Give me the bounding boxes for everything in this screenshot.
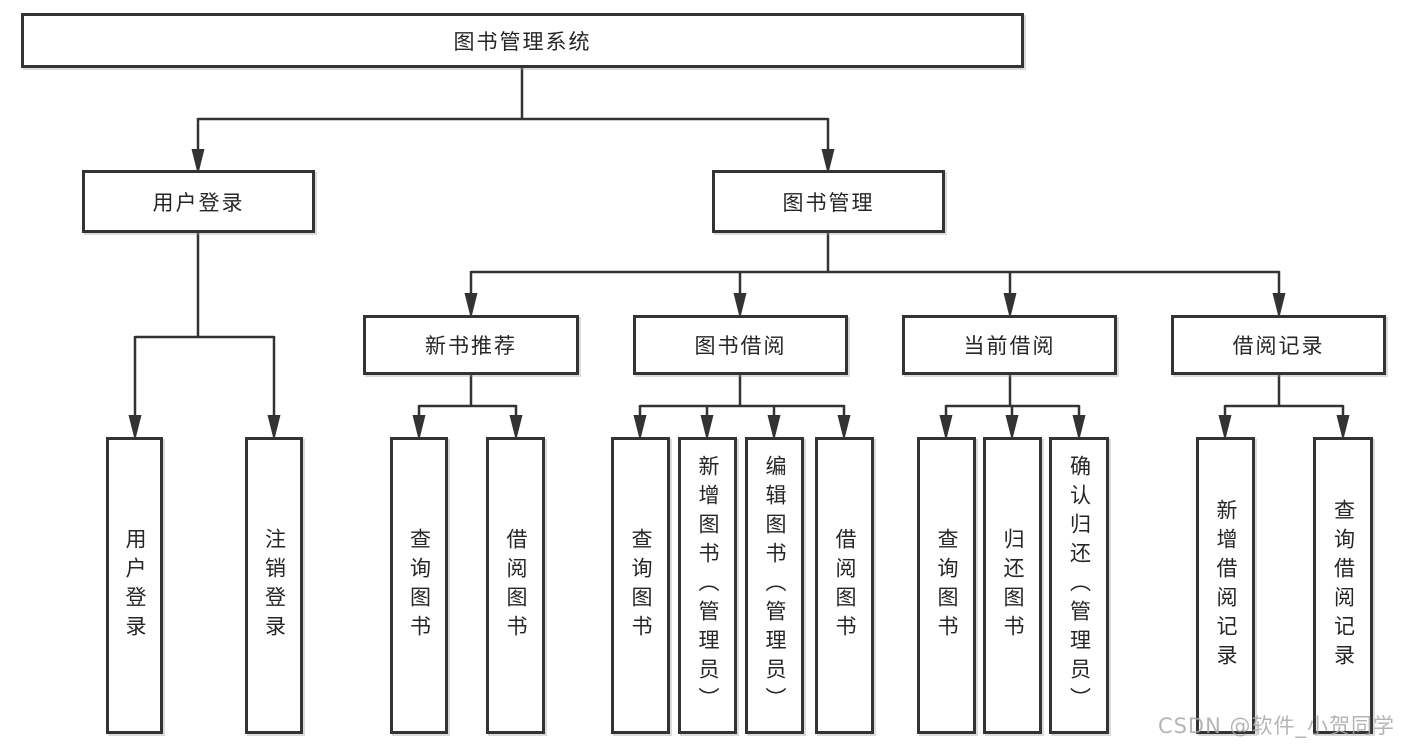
leaf-query-book-borrow-label: 查询图书 (629, 527, 653, 644)
leaf-edit-book-admin-label: 编辑图书（管理员） (763, 455, 787, 716)
node-book-borrowing: 图书借阅 (633, 315, 848, 375)
leaf-add-book-admin: 新增图书（管理员） (678, 437, 737, 734)
leaf-query-book-current: 查询图书 (917, 437, 976, 734)
leaf-borrow-book: 借阅图书 (815, 437, 874, 734)
leaf-query-borrow-record: 查询借阅记录 (1313, 437, 1373, 734)
leaf-query-book-borrow: 查询图书 (611, 437, 670, 734)
leaf-user-login-label: 用户登录 (123, 527, 147, 644)
node-root-system: 图书管理系统 (21, 13, 1024, 68)
leaf-user-login: 用户登录 (106, 437, 163, 734)
leaf-query-book-recommend: 查询图书 (390, 437, 448, 734)
leaf-return-book-label: 归还图书 (1001, 527, 1025, 644)
leaf-confirm-return-admin-label: 确认归还（管理员） (1067, 455, 1092, 716)
leaf-add-book-admin-label: 新增图书（管理员） (696, 455, 720, 716)
leaf-borrow-book-recommend-label: 借阅图书 (504, 527, 528, 644)
arrowheads (128, 149, 1350, 441)
leaf-return-book: 归还图书 (983, 437, 1042, 734)
leaf-borrow-book-recommend: 借阅图书 (486, 437, 545, 734)
leaf-logout: 注销登录 (245, 437, 303, 734)
leaf-add-borrow-record-label: 新增借阅记录 (1214, 498, 1238, 673)
node-book-management: 图书管理 (712, 170, 945, 233)
node-borrowing-records: 借阅记录 (1171, 315, 1386, 375)
leaf-borrow-book-label: 借阅图书 (833, 527, 857, 644)
leaf-logout-label: 注销登录 (262, 527, 287, 644)
node-user-login: 用户登录 (82, 170, 315, 233)
leaf-edit-book-admin: 编辑图书（管理员） (745, 437, 804, 734)
leaf-query-borrow-record-label: 查询借阅记录 (1331, 498, 1356, 673)
node-new-book-recommend: 新书推荐 (363, 315, 579, 375)
csdn-watermark: CSDN @软件_小贺同学 (1157, 714, 1395, 738)
leaf-add-borrow-record: 新增借阅记录 (1196, 437, 1255, 734)
leaf-query-book-recommend-label: 查询图书 (407, 527, 432, 644)
leaf-query-book-current-label: 查询图书 (935, 527, 959, 644)
leaf-confirm-return-admin: 确认归还（管理员） (1049, 437, 1109, 734)
node-current-borrowing: 当前借阅 (902, 315, 1117, 375)
